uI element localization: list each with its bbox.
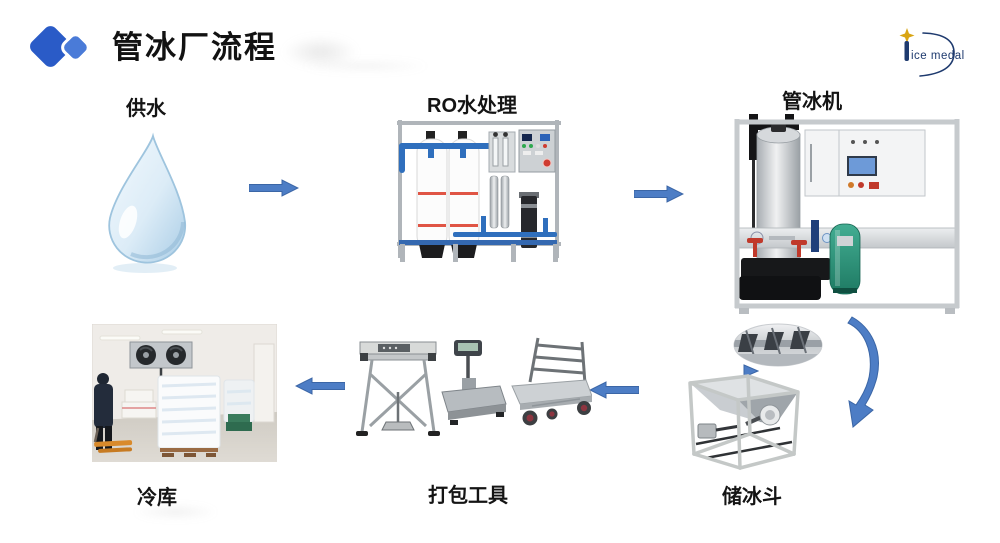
stacked-boxes <box>121 389 157 419</box>
tube-ice-machine-illustration <box>727 112 967 314</box>
drop-highlight <box>118 205 138 239</box>
label-ice-machine: 管冰机 <box>782 91 842 113</box>
water-pipe <box>811 220 819 252</box>
light-strip <box>99 335 141 341</box>
door <box>253 343 275 423</box>
light-strip <box>161 329 203 335</box>
evaporator-unit <box>129 341 193 378</box>
logo-i-stem <box>904 41 909 61</box>
arrow-ro-to-icemachine <box>634 185 684 203</box>
cart-wheels <box>522 401 591 426</box>
compressor-base <box>739 258 831 300</box>
page-title: 管冰厂流程 <box>112 30 277 65</box>
label-ice-bin: 储冰斗 <box>722 486 782 508</box>
blue-piping <box>399 143 495 173</box>
ice-cutter-plate <box>734 326 822 366</box>
machine-frame <box>734 119 960 309</box>
foot-sealer <box>356 341 440 436</box>
star-icon <box>899 28 915 43</box>
arrow-icemachine-to-bin-curved <box>843 315 888 430</box>
pump <box>519 192 539 248</box>
worker-figure <box>94 373 113 450</box>
bottom-piping <box>399 216 557 245</box>
arrow-bin-to-packing <box>589 381 639 399</box>
background-ice-stack <box>223 379 255 431</box>
drop-shadow <box>113 263 177 273</box>
label-packing-tools: 打包工具 <box>428 485 508 507</box>
drive-motor <box>697 423 741 439</box>
pallet-jack <box>93 427 133 453</box>
drop-rim-shade <box>130 221 185 260</box>
frp-filter-tanks <box>416 131 480 258</box>
ro-machine-illustration <box>393 116 565 266</box>
touchscreen <box>849 158 875 174</box>
platform-cart <box>511 337 592 426</box>
frame-legs <box>400 244 558 262</box>
logo-arc <box>919 32 955 77</box>
control-cabinet <box>804 129 926 197</box>
cold-storage-illustration <box>92 324 277 462</box>
arrow-packing-to-coldroom <box>295 377 345 395</box>
flow-meter-panel <box>488 131 516 173</box>
platform-scale <box>441 340 507 425</box>
brand-logo: ice medal <box>893 26 975 84</box>
packing-tools-illustration <box>348 334 592 450</box>
tube-ice-closeup-illustration <box>732 322 824 368</box>
control-box <box>518 129 556 173</box>
label-cold-storage: 冷库 <box>137 487 177 509</box>
ice-storage-bin-illustration <box>680 366 812 470</box>
label-ro-treatment: RO水处理 <box>427 95 517 117</box>
green-receiver-tank <box>829 223 861 295</box>
bin-frame <box>688 374 800 470</box>
label-water-supply: 供水 <box>126 98 166 120</box>
watermark-smudge <box>283 36 358 68</box>
arrow-water-to-ro <box>249 179 299 197</box>
water-drop-illustration <box>95 130 195 275</box>
ice-bag-stack <box>157 375 221 457</box>
watermark-smudge <box>300 60 430 72</box>
red-valves <box>747 238 807 257</box>
arrow-closeup-pointer <box>743 364 759 378</box>
logo-text: ice medal <box>911 50 965 62</box>
membrane-vessels <box>489 175 510 229</box>
